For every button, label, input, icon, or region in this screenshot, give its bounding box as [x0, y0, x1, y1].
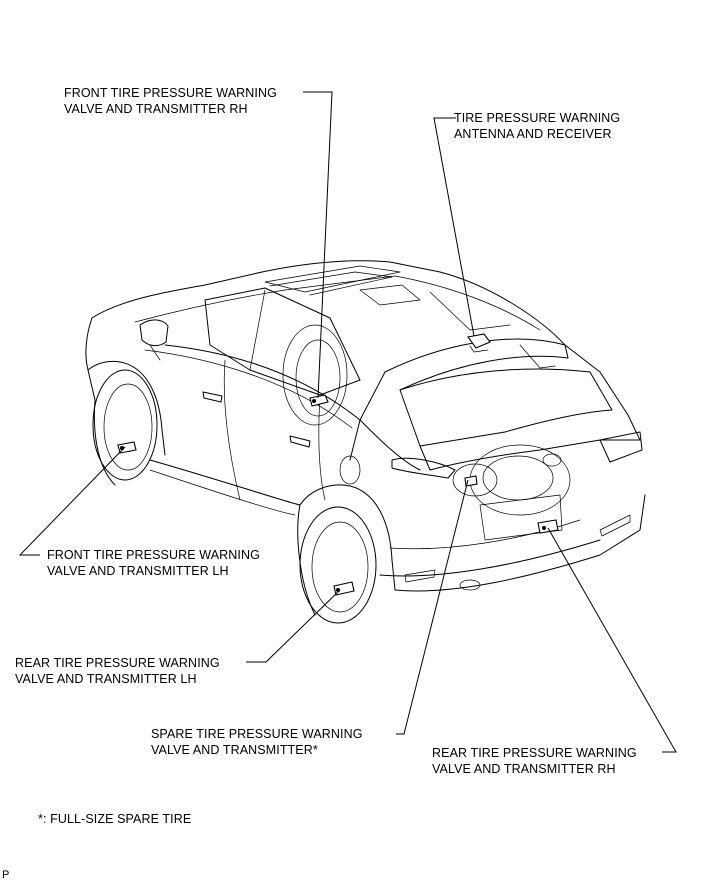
antenna-receiver: [467, 333, 491, 353]
label-antenna-receiver: TIRE PRESSURE WARNING ANTENNA AND RECEIV…: [454, 111, 621, 141]
leader-rear-rh: [547, 527, 677, 753]
label-spare-transmitter: SPARE TIRE PRESSURE WARNING VALVE AND TR…: [151, 727, 363, 757]
leader-front-rh: [303, 91, 333, 399]
label-front-lh-transmitter: FRONT TIRE PRESSURE WARNING VALVE AND TR…: [47, 548, 260, 578]
spare-tire: [452, 444, 571, 516]
front-left-wheel: [92, 369, 158, 486]
label-rear-rh-transmitter: REAR TIRE PRESSURE WARNING VALVE AND TRA…: [432, 746, 637, 776]
label-rear-lh-transmitter: REAR TIRE PRESSURE WARNING VALVE AND TRA…: [15, 656, 220, 686]
corner-code: P: [2, 869, 10, 881]
front-right-wheel: [282, 324, 348, 426]
rear-lh-transmitter: [333, 581, 355, 596]
leader-lines: [18, 91, 677, 753]
front-rh-transmitter: [309, 394, 329, 407]
footnote: *: FULL-SIZE SPARE TIRE: [38, 812, 192, 826]
rear-left-wheel: [297, 504, 377, 624]
leader-antenna: [433, 117, 475, 337]
rear-rh-transmitter: [537, 519, 559, 534]
leader-spare: [396, 479, 469, 735]
leader-front-lh: [18, 446, 126, 556]
spare-transmitter: [464, 475, 478, 487]
leader-rear-lh: [246, 589, 341, 663]
label-front-rh-transmitter: FRONT TIRE PRESSURE WARNING VALVE AND TR…: [64, 86, 277, 116]
vehicle-body: [85, 260, 646, 592]
